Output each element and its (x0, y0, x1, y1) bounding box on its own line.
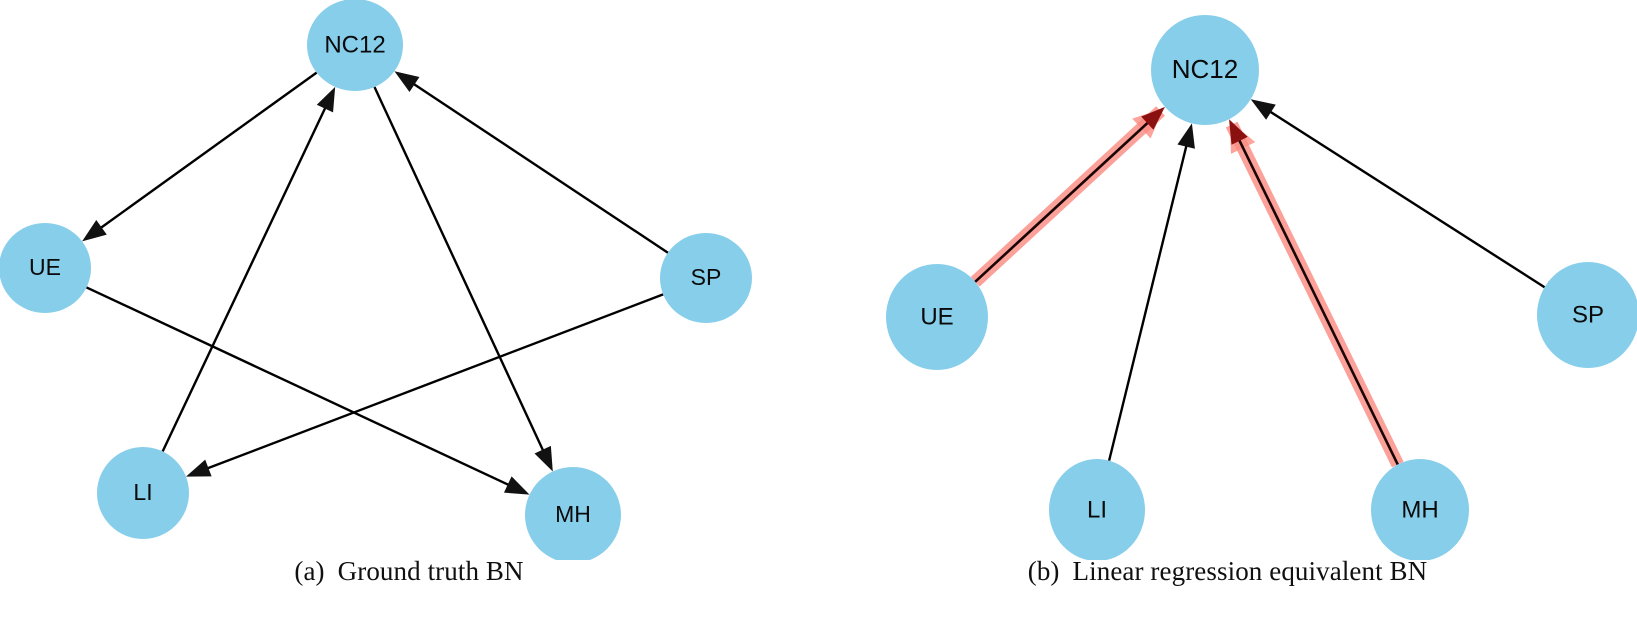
edge-line (408, 79, 669, 254)
node-label: LI (1087, 496, 1107, 523)
node-shape (1049, 459, 1145, 560)
edge-arrowhead (1250, 99, 1276, 120)
edge-line (1235, 134, 1399, 466)
node-label: UE (29, 254, 61, 280)
panel-caption-a: (a) Ground truth BN (0, 556, 818, 587)
graph-node-mh[interactable]: MH (525, 467, 621, 560)
caption-text-a: Ground truth BN (337, 556, 524, 586)
graph-node-sp[interactable]: SP (660, 233, 752, 323)
node-label: MH (555, 501, 591, 527)
node-label: NC12 (1172, 54, 1238, 84)
edge-arrowhead (534, 445, 553, 472)
edge-arrowhead (1229, 119, 1248, 145)
edge-line (974, 117, 1154, 283)
node-shape (1371, 459, 1469, 560)
edge-line (161, 101, 329, 452)
edge-arrowhead (185, 459, 212, 477)
edge-arrowhead (82, 220, 107, 242)
node-label: UE (920, 303, 953, 330)
caption-tag-b: (b) (1027, 556, 1060, 586)
edge-line (201, 293, 664, 472)
graph-node-ue[interactable]: UE (0, 223, 91, 313)
node-shape (0, 223, 91, 313)
panel-caption-b: (b) Linear regression equivalent BN (818, 556, 1637, 587)
edge-line (1107, 139, 1189, 461)
edge-arrowhead (1177, 123, 1195, 149)
graph-node-ue[interactable]: UE (886, 264, 988, 370)
node-shape (307, 0, 403, 91)
node-label: MH (1401, 496, 1438, 523)
edge-line (1264, 107, 1546, 289)
graph-node-li[interactable]: LI (1049, 459, 1145, 560)
node-label: SP (691, 264, 722, 290)
edge-line (85, 286, 515, 489)
edge-arrowhead (503, 476, 530, 495)
edge-line (95, 71, 318, 233)
node-label: LI (133, 479, 152, 505)
graph-node-sp[interactable]: SP (1537, 262, 1637, 368)
graph-node-mh[interactable]: MH (1371, 459, 1469, 560)
node-shape (97, 447, 189, 539)
node-label: NC12 (324, 31, 385, 58)
edge-arrowhead (1141, 106, 1165, 130)
node-shape (1537, 262, 1637, 368)
edge-line (373, 86, 547, 457)
graph-node-nc12[interactable]: NC12 (307, 0, 403, 91)
caption-text-b: Linear regression equivalent BN (1072, 556, 1428, 586)
edge-arrowhead (394, 71, 420, 92)
node-shape (525, 467, 621, 560)
graph-node-li[interactable]: LI (97, 447, 189, 539)
graph-node-nc12[interactable]: NC12 (1151, 15, 1259, 125)
node-label: SP (1572, 301, 1604, 328)
caption-tag-a: (a) (294, 556, 325, 586)
node-shape (886, 264, 988, 370)
node-shape (660, 233, 752, 323)
edge-arrowhead (316, 86, 336, 113)
node-shape (1151, 15, 1259, 125)
